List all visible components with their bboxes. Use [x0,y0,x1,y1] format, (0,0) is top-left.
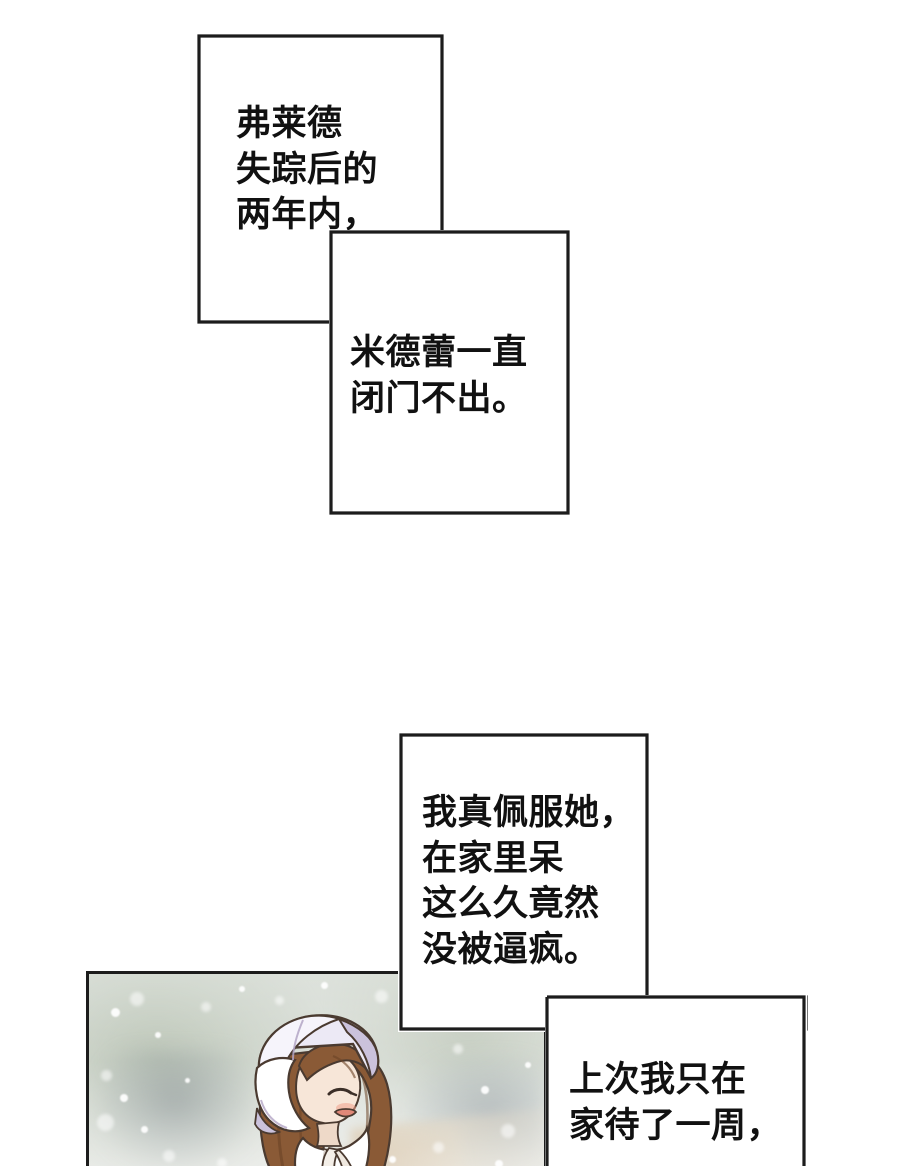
millet-character [217,1008,427,1166]
bokeh-particle [375,990,388,1003]
bokeh-particle [389,1156,396,1163]
bonnet-shade [336,1017,380,1080]
bonnet-brim [254,1057,312,1133]
bonnet-fold [260,1099,288,1129]
narration-box-2: 米德蕾一直 闭门不出。 [329,230,571,516]
bokeh-particle [111,1008,120,1017]
bokeh-particle [321,982,328,989]
mouth [333,1108,358,1118]
bokeh-particle [185,1078,190,1083]
bokeh-particle [97,1114,114,1131]
dialogue-box-1: 我真佩服她， 在家里呆 这么久竟然 没被逼疯。 [398,732,809,1032]
narration-box-2-outline [329,230,570,515]
dialogue-box-2-text: 上次我只在 家待了一周， [569,1060,783,1145]
bokeh-particle [481,1086,489,1094]
bokeh-particle [433,1142,444,1153]
dialogue-box-2-outline [545,995,806,1166]
narration-box-2-text: 米德蕾一直 闭门不出。 [350,333,528,418]
bokeh-particle [163,1150,175,1162]
narration-box-1-text: 弗莱德 失踪后的 两年内， [236,104,379,234]
ribbon-tail [333,1148,352,1166]
bokeh-particle [155,1032,161,1038]
bokeh-particle [217,1158,227,1166]
neck [315,1120,343,1147]
bokeh-particle [201,1002,211,1012]
bokeh-particle [453,1044,463,1054]
bokeh-particle [120,1094,128,1102]
bokeh-particle [141,1126,148,1133]
bush-left [98,1047,253,1166]
hair-side-right [343,1048,393,1166]
bokeh-particle [495,1160,503,1166]
bokeh-particle [101,1070,112,1081]
bokeh-particle [525,1062,531,1068]
bokeh-particle [130,992,144,1006]
eye-closed [327,1087,353,1096]
hair-strand [332,1054,357,1079]
bokeh-particle [275,996,284,1005]
dialogue-box-2: 上次我只在 家待了一周， [545,995,807,1166]
bokeh-particle [501,1124,515,1138]
bonnet-seam [292,1019,304,1061]
bokeh-particle [239,986,245,992]
dialogue-box-1-text: 我真佩服她， 在家里呆 这么久竟然 没被逼疯。 [422,793,636,969]
eyelash [349,1091,358,1097]
bonnet-tip [254,1107,282,1135]
